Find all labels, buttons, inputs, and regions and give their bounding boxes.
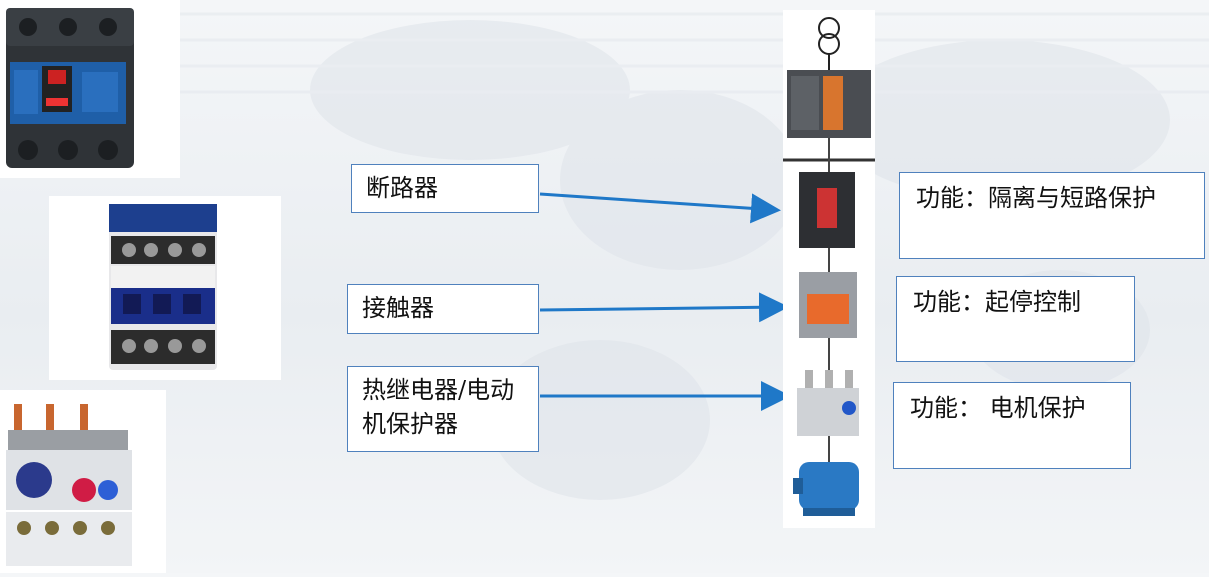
mccb-icon bbox=[799, 172, 855, 248]
breaker-function-box: 功能：隔离与短路保护 bbox=[899, 172, 1205, 259]
overload-relay-icon bbox=[797, 370, 859, 436]
arrow-contactor bbox=[539, 292, 789, 323]
contactor-icon bbox=[799, 272, 857, 338]
contactor-function: 功能：起停控制 bbox=[913, 288, 1081, 316]
contactor-label: 接触器 bbox=[362, 294, 434, 322]
breaker-label: 断路器 bbox=[366, 174, 438, 202]
contactor-photo bbox=[49, 196, 281, 380]
relay-label-box: 热继电器/电动机保护器 bbox=[347, 366, 539, 452]
motor-icon bbox=[793, 462, 859, 516]
schematic-column bbox=[783, 10, 875, 528]
thermal-relay-photo bbox=[0, 390, 166, 573]
relay-function: 功能： 电机保护 bbox=[910, 394, 1086, 422]
breaker-function: 功能：隔离与短路保护 bbox=[916, 184, 1156, 212]
contactor-label-box: 接触器 bbox=[347, 284, 539, 334]
transformer-icon bbox=[818, 17, 840, 70]
relay-label: 热继电器/电动机保护器 bbox=[362, 376, 515, 438]
air-circuit-breaker-icon bbox=[787, 70, 871, 138]
breaker-photo bbox=[0, 0, 180, 178]
arrow-breaker bbox=[539, 192, 781, 224]
breaker-label-box: 断路器 bbox=[351, 164, 539, 213]
contactor-function-box: 功能：起停控制 bbox=[896, 276, 1135, 362]
relay-function-box: 功能： 电机保护 bbox=[893, 382, 1131, 469]
